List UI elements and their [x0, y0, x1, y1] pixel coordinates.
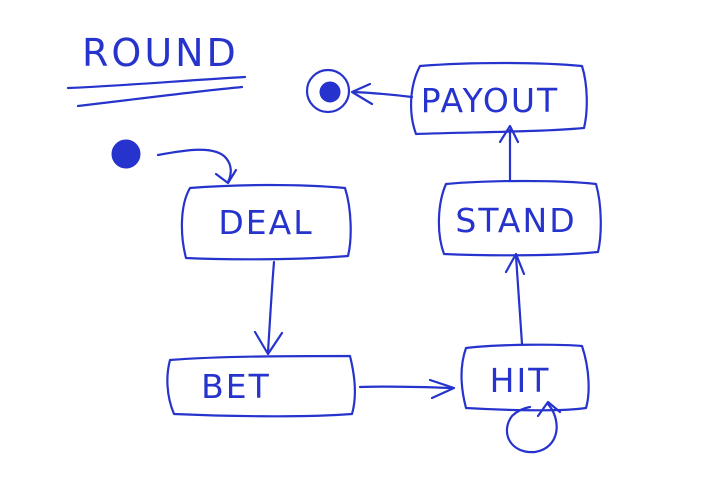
deal-bet-arrowhead	[253, 330, 284, 356]
state-stand-label: STAND	[455, 201, 576, 240]
deal-bet-line	[266, 260, 276, 354]
diagram-title: ROUND	[66, 31, 247, 108]
stand-payout-arrowhead	[498, 124, 520, 144]
title-underline-2	[76, 85, 244, 108]
payout-final-line	[352, 90, 414, 99]
state-payout-label: PAYOUT	[421, 81, 559, 120]
state-hit[interactable]: HIT	[460, 343, 590, 412]
transition-bet-to-hit	[358, 378, 456, 400]
initial-arrowhead	[214, 168, 238, 185]
state-deal[interactable]: DEAL	[180, 183, 352, 261]
transition-deal-to-bet	[253, 260, 284, 356]
hit-loop-arrowhead	[536, 400, 562, 418]
state-deal-label: DEAL	[218, 203, 313, 242]
state-bet-box	[166, 354, 356, 418]
state-hit-box	[460, 343, 590, 412]
state-bet[interactable]: BET	[166, 354, 356, 418]
title-underline-1	[66, 75, 247, 90]
transition-stand-to-payout	[498, 124, 520, 182]
state-hit-label: HIT	[490, 361, 551, 400]
state-stand[interactable]: STAND	[437, 179, 602, 257]
hit-stand-line	[514, 254, 524, 346]
bullseye-icon	[305, 68, 351, 114]
initial-state-marker	[111, 139, 238, 185]
state-payout[interactable]: PAYOUT	[409, 61, 588, 136]
payout-final-arrowhead	[350, 82, 374, 106]
state-stand-box	[437, 179, 602, 257]
hit-loop-line	[505, 402, 558, 454]
bullseye-center	[319, 81, 341, 103]
state-payout-box	[409, 61, 588, 136]
transition-payout-to-final	[350, 82, 414, 106]
state-bet-label: BET	[201, 367, 271, 406]
bet-hit-line	[358, 385, 454, 390]
final-state-marker	[305, 68, 351, 114]
state-deal-box	[180, 183, 352, 261]
title-text: ROUND	[82, 31, 239, 75]
filled-circle-icon	[111, 139, 141, 169]
transition-hit-self-loop	[505, 400, 562, 454]
bet-hit-arrowhead	[428, 378, 456, 400]
initial-transition-arrow	[156, 148, 232, 184]
hit-stand-arrowhead	[504, 252, 526, 276]
transition-hit-to-stand	[504, 252, 526, 346]
